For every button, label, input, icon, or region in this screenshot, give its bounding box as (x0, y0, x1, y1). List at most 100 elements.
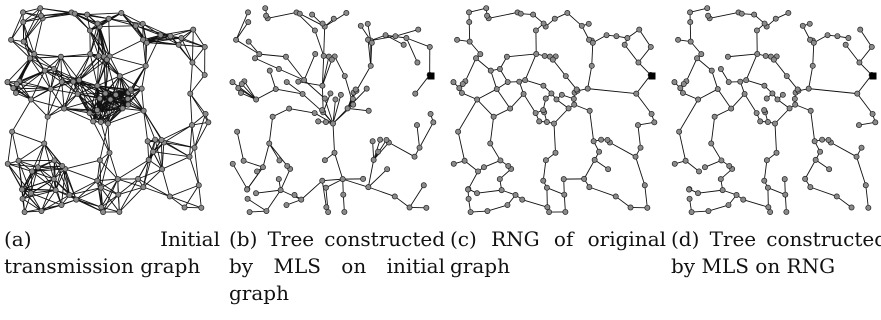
node (636, 26, 643, 33)
node (532, 110, 539, 117)
node (824, 32, 831, 39)
node (757, 118, 764, 125)
node (139, 20, 146, 27)
node (647, 44, 654, 50)
node (761, 82, 768, 89)
edge (65, 168, 98, 182)
node (118, 10, 125, 16)
edge (54, 160, 70, 196)
node (589, 39, 596, 46)
node (465, 186, 471, 193)
node (415, 26, 422, 33)
edge (370, 42, 373, 66)
node (562, 208, 569, 215)
edge (255, 189, 281, 194)
node (341, 208, 348, 215)
node (740, 196, 747, 203)
node (319, 82, 326, 89)
node (423, 204, 430, 211)
edge (22, 189, 56, 200)
edge (553, 123, 556, 153)
edge (583, 159, 596, 180)
edge (109, 56, 121, 77)
node (61, 105, 68, 112)
edge (15, 88, 51, 94)
node (542, 157, 549, 164)
node (420, 182, 427, 189)
edge (99, 25, 136, 28)
edge (745, 53, 758, 81)
node (546, 209, 553, 215)
node (590, 138, 597, 145)
node (459, 81, 466, 87)
node (466, 9, 472, 16)
node (323, 204, 330, 211)
node (774, 96, 781, 103)
node (28, 190, 34, 197)
edge (808, 65, 814, 89)
node (704, 5, 711, 12)
edge (488, 12, 518, 19)
node (102, 90, 109, 97)
node (66, 192, 73, 198)
node (186, 153, 193, 160)
node (718, 157, 725, 164)
node (256, 51, 263, 58)
edge (11, 131, 20, 161)
edge (272, 108, 290, 118)
node (751, 11, 758, 18)
edge (146, 42, 179, 46)
node (237, 89, 244, 96)
node (384, 166, 391, 173)
node (97, 184, 104, 191)
node (365, 36, 371, 43)
edge (278, 68, 305, 81)
edge (160, 29, 194, 36)
edge (147, 141, 150, 160)
edge (678, 131, 687, 161)
node (641, 182, 648, 189)
sink-node (869, 72, 877, 80)
edge (332, 123, 335, 153)
edge (567, 12, 583, 27)
edge (143, 110, 156, 140)
edge (44, 70, 62, 83)
edge (106, 59, 117, 95)
node (106, 149, 113, 156)
edge (368, 186, 395, 197)
node (41, 140, 48, 147)
node (349, 95, 356, 102)
node (487, 140, 494, 147)
edge (30, 171, 33, 194)
edge (525, 79, 544, 87)
panel-c: (c) RNG of original graph (446, 0, 666, 320)
node (269, 113, 276, 120)
node (581, 175, 588, 182)
node (94, 107, 101, 114)
node (94, 82, 101, 89)
edge (10, 12, 24, 40)
edge (78, 79, 91, 114)
caption-text: Tree constructed by MLS on initial graph (229, 227, 446, 305)
node (115, 191, 122, 198)
edge (161, 124, 193, 141)
edge (763, 160, 768, 181)
edge (194, 113, 207, 148)
edge (859, 46, 873, 63)
edge (189, 125, 193, 157)
node (584, 85, 591, 92)
edge (268, 143, 288, 167)
edge (10, 39, 35, 55)
node (719, 187, 726, 194)
node (467, 209, 474, 216)
node (339, 176, 346, 183)
edge (635, 93, 652, 115)
edge (65, 159, 101, 170)
node (159, 166, 166, 173)
edge (624, 44, 639, 63)
edge (255, 88, 276, 100)
node (765, 204, 772, 211)
node (522, 77, 529, 84)
edge (135, 25, 171, 37)
edge (163, 124, 193, 143)
